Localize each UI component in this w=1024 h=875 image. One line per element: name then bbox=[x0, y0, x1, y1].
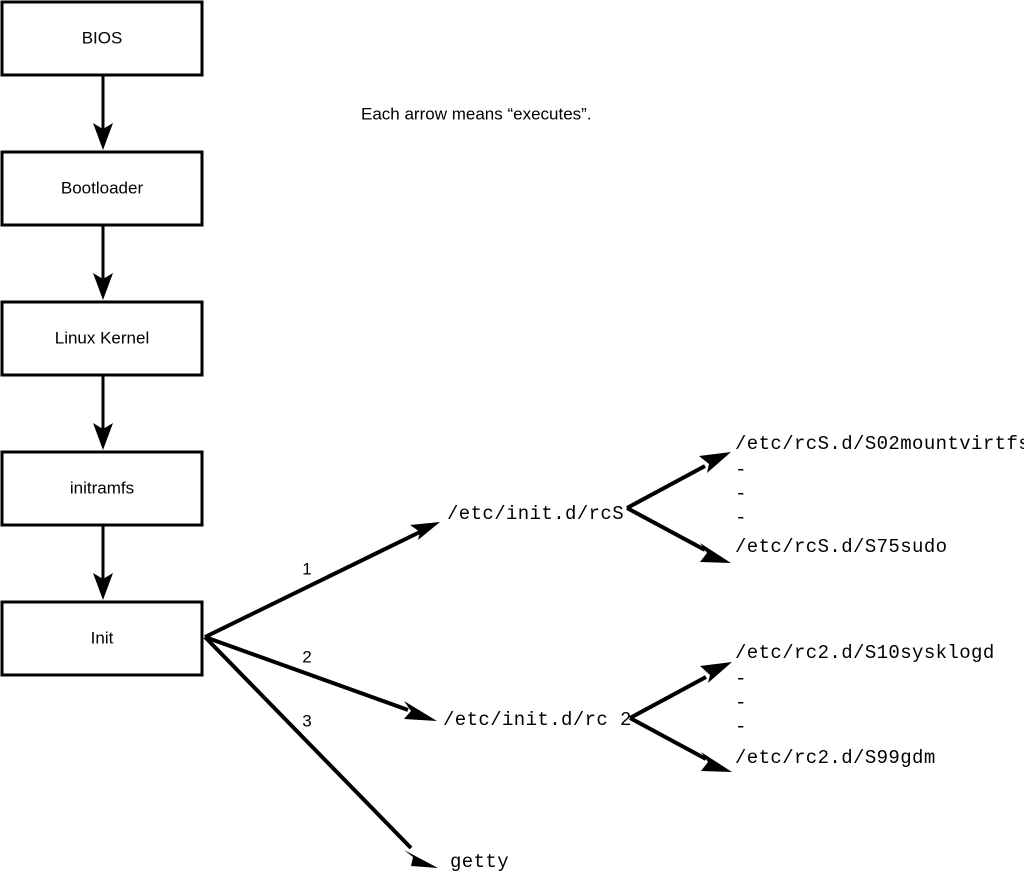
diagram-caption: Each arrow means “executes”. bbox=[361, 104, 592, 123]
node-linux-kernel[interactable]: Linux Kernel bbox=[0, 300, 204, 377]
rc2-ellipsis-dash-2: - bbox=[735, 692, 746, 714]
node-bios-label: BIOS bbox=[82, 28, 123, 47]
edge-init-to-rc2 bbox=[204, 635, 437, 721]
node-bios[interactable]: BIOS bbox=[0, 0, 204, 77]
label-rcs-script-first: /etc/rcS.d/S02mountvirtfs bbox=[735, 433, 1024, 455]
node-initramfs-label: initramfs bbox=[70, 478, 134, 497]
edge-init-to-rcs bbox=[204, 522, 440, 639]
arrowhead-icon bbox=[699, 452, 731, 473]
label-etc-init-d-rc2: /etc/init.d/rc 2 bbox=[443, 709, 632, 731]
label-getty: getty bbox=[450, 851, 509, 873]
node-bootloader[interactable]: Bootloader bbox=[0, 150, 204, 227]
chain-connector-bios-bootloader bbox=[93, 75, 113, 150]
chain-connector-bootloader-kernel bbox=[93, 225, 113, 300]
node-init-label: Init bbox=[91, 628, 114, 647]
edge-init-to-getty bbox=[203, 635, 438, 868]
node-init[interactable]: Init bbox=[0, 600, 204, 677]
edge-rc2-to-last-script bbox=[629, 716, 732, 772]
rcs-ellipsis-dash-1: - bbox=[735, 459, 746, 481]
arrowhead-icon bbox=[93, 273, 113, 300]
edge-rcs-to-first-script bbox=[626, 452, 731, 510]
arrowhead-icon bbox=[700, 662, 732, 683]
rcs-ellipsis-dash-2: - bbox=[735, 483, 746, 505]
label-rcs-script-last: /etc/rcS.d/S75sudo bbox=[735, 536, 947, 558]
arrowhead-icon bbox=[93, 123, 113, 150]
edge-rc2-to-first-script bbox=[629, 662, 732, 720]
chain-connector-kernel-initramfs bbox=[93, 375, 113, 450]
arrowhead-icon bbox=[404, 850, 438, 868]
node-linux-kernel-label: Linux Kernel bbox=[55, 328, 150, 347]
edge-label-1: 1 bbox=[302, 559, 311, 578]
arrowhead-icon bbox=[701, 752, 732, 772]
arrowhead-icon bbox=[410, 522, 440, 540]
node-initramfs[interactable]: initramfs bbox=[0, 450, 204, 527]
rc2-ellipsis-dash-3: - bbox=[735, 716, 746, 738]
label-rc2-script-first: /etc/rc2.d/S10sysklogd bbox=[735, 642, 995, 664]
arrowhead-icon bbox=[93, 423, 113, 450]
edge-label-3: 3 bbox=[302, 711, 311, 730]
arrowhead-icon bbox=[700, 543, 731, 563]
rc2-ellipsis-dash-1: - bbox=[735, 668, 746, 690]
rcs-ellipsis-dash-3: - bbox=[735, 507, 746, 529]
arrowhead-icon bbox=[93, 573, 113, 600]
edge-rcs-to-last-script bbox=[626, 506, 731, 563]
node-bootloader-label: Bootloader bbox=[61, 178, 144, 197]
label-etc-init-d-rcs: /etc/init.d/rcS bbox=[447, 503, 624, 525]
arrowhead-icon bbox=[404, 701, 437, 721]
label-rc2-script-last: /etc/rc2.d/S99gdm bbox=[735, 747, 936, 769]
chain-connector-initramfs-init bbox=[93, 525, 113, 600]
edge-label-2: 2 bbox=[302, 647, 311, 666]
